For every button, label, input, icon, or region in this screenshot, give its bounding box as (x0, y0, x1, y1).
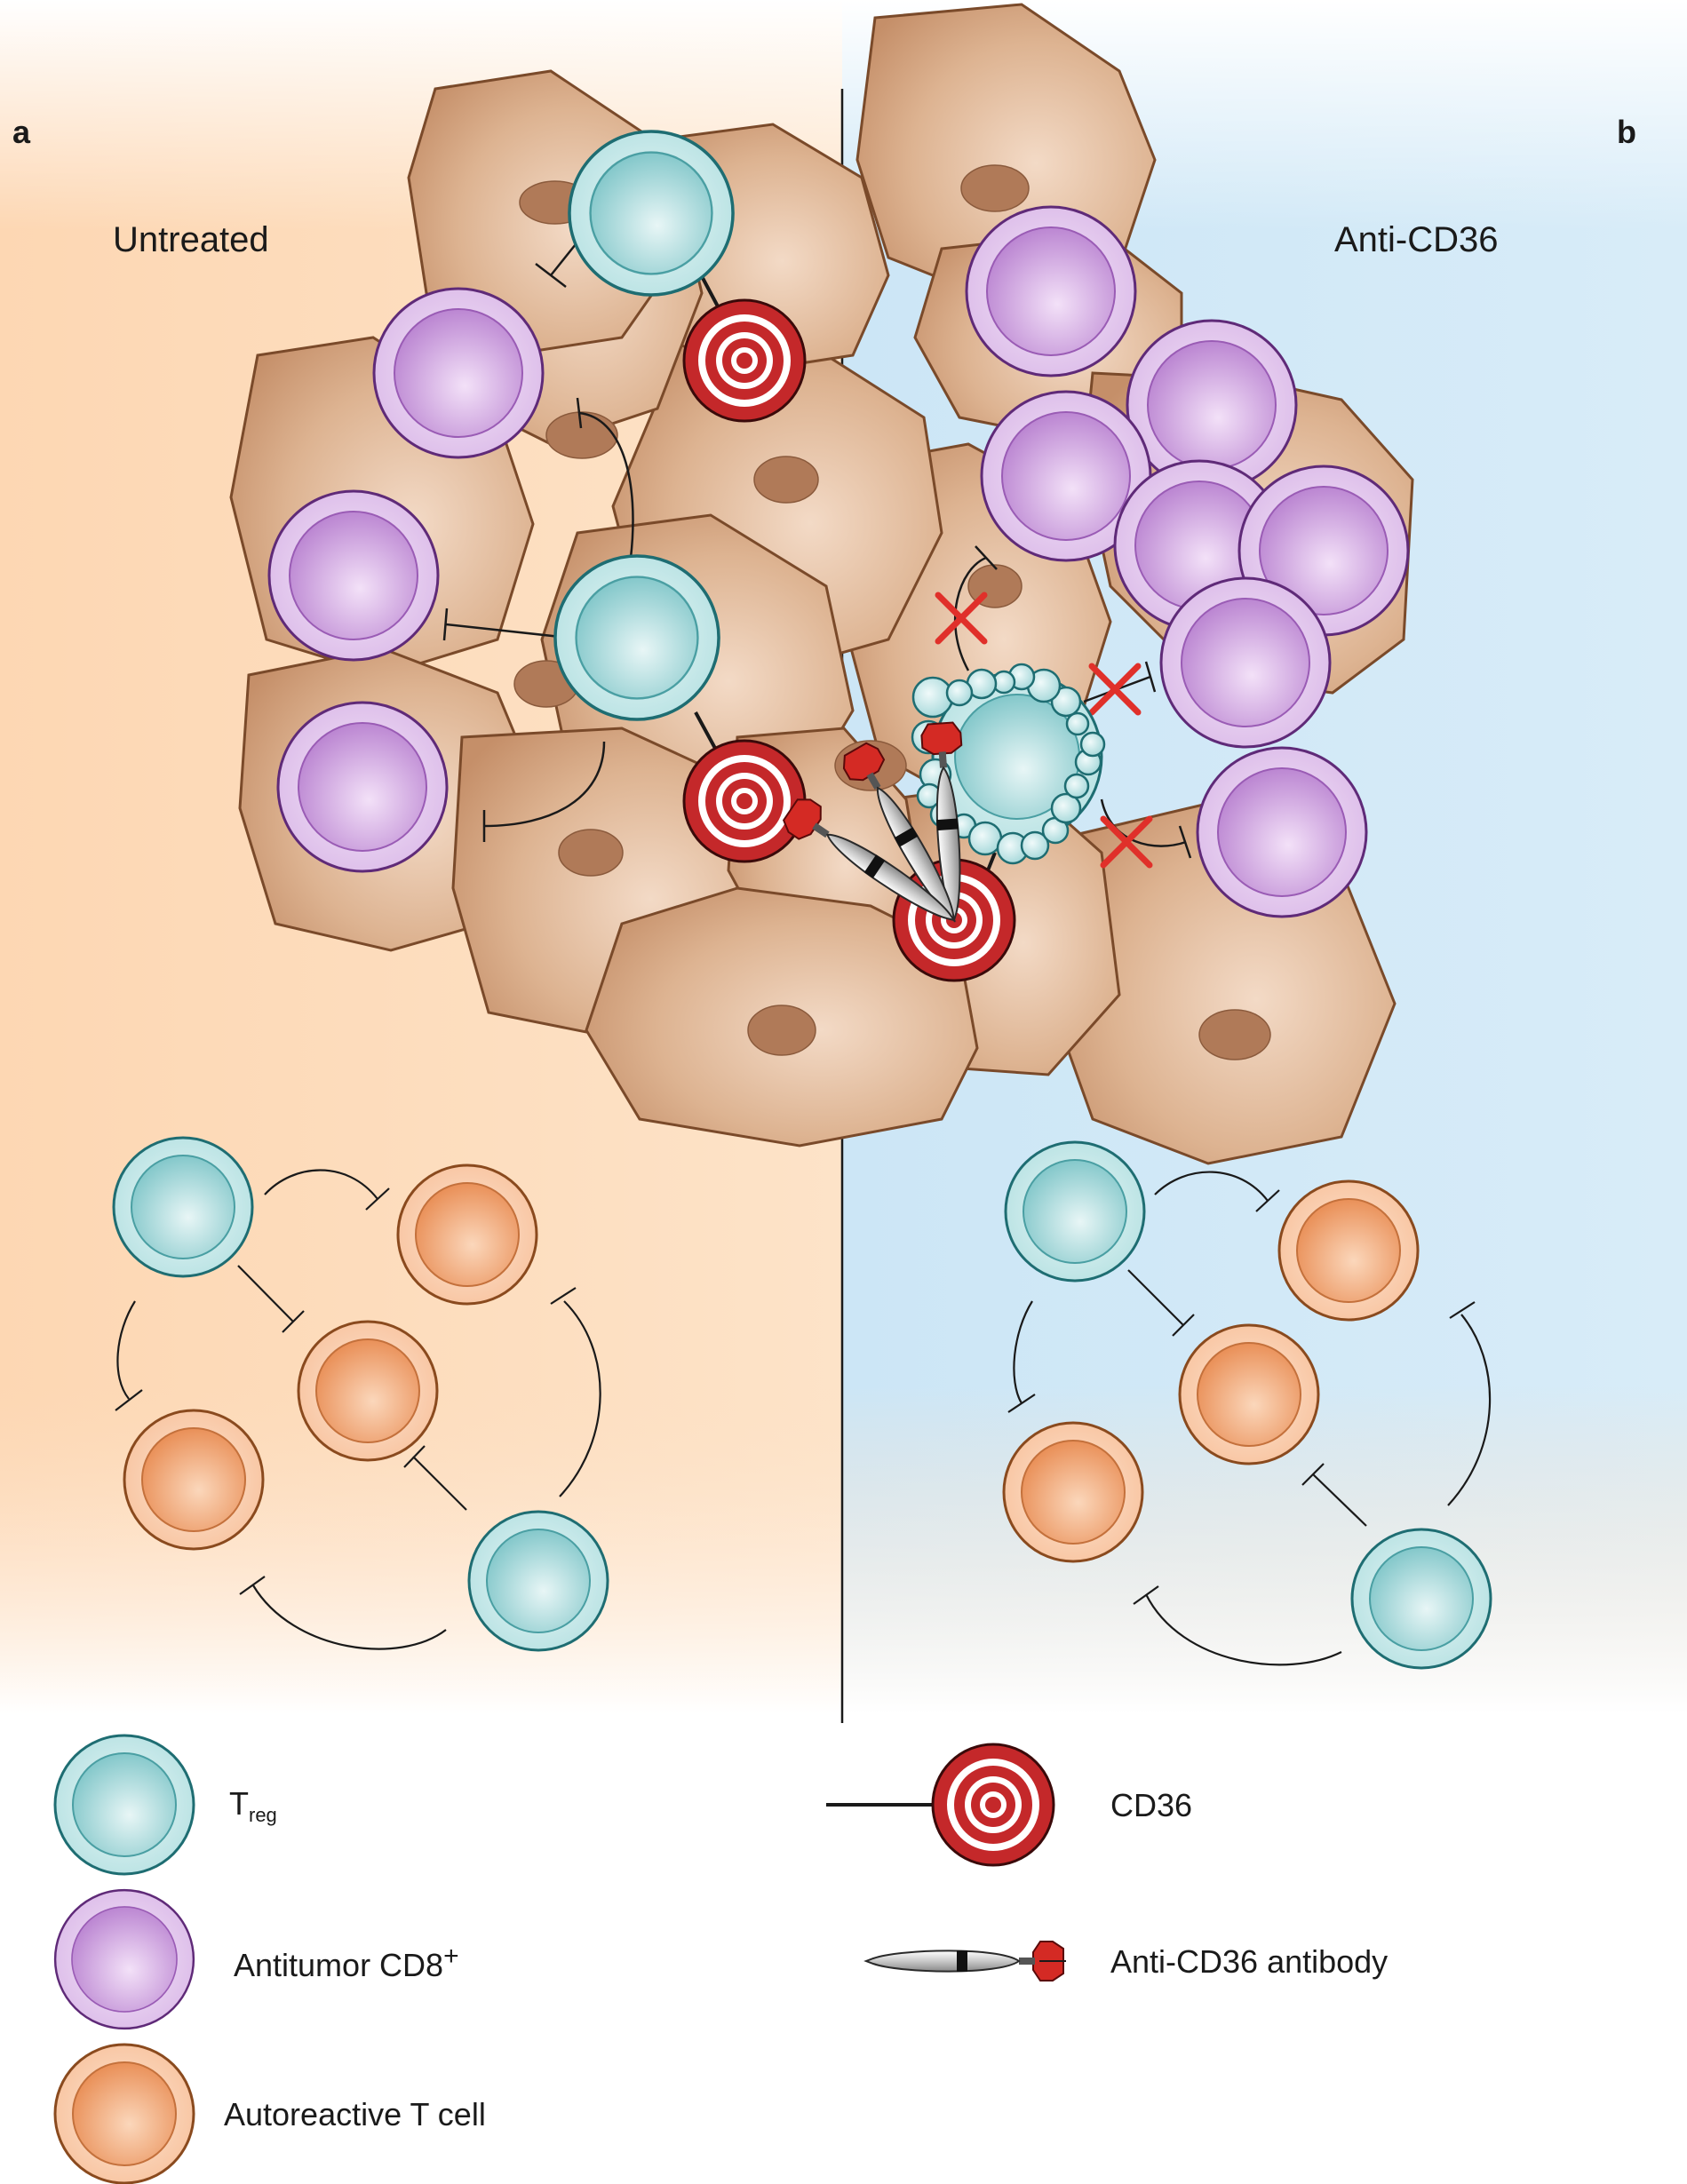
legend-antibody-label: Anti-CD36 antibody (1110, 1943, 1389, 1980)
cd36-receptor-target-icon (931, 1743, 1055, 1867)
cd8-cell (267, 489, 440, 662)
autoreactive-t-cell (1277, 1179, 1420, 1322)
treg-cell (553, 554, 720, 721)
legend-cd8-sup: + (443, 1942, 459, 1971)
autoreactive-t-cell (297, 1320, 439, 1462)
panel-b-network (1002, 1140, 1492, 1670)
cd8-cell (1159, 576, 1332, 749)
treg-cell (467, 1510, 609, 1652)
cd8-cell (965, 205, 1137, 377)
panel-b-letter: b (1617, 114, 1636, 150)
cd8-cell (372, 287, 545, 459)
treg-cell (1004, 1140, 1146, 1283)
treg-cell-icon (53, 1734, 195, 1876)
cd8-cell (276, 701, 449, 873)
treg-cell (568, 130, 735, 297)
autoreactive-cell-icon (53, 2043, 195, 2184)
legend-cd8-main: Antitumor CD8 (234, 1947, 444, 1983)
antibody-dart-icon (865, 1941, 1064, 1981)
legend-treg-main: T (229, 1785, 249, 1822)
autoreactive-t-cell (396, 1163, 538, 1306)
panel-a-network (112, 1136, 609, 1652)
cd8-cell (1196, 746, 1368, 918)
panel-a-title: Untreated (113, 220, 269, 259)
legend-treg-sub: reg (249, 1804, 277, 1827)
autoreactive-t-cell (1178, 1323, 1320, 1465)
autoreactive-t-cell (1002, 1421, 1144, 1563)
cd36-receptor (682, 298, 807, 423)
legend (53, 1734, 1066, 2184)
cd8-cell-icon (53, 1888, 195, 2030)
panel-b-title: Anti-CD36 (1334, 220, 1499, 259)
cd36-receptor (682, 739, 807, 863)
panel-a-letter: a (12, 114, 31, 150)
treg-cell (1350, 1528, 1492, 1670)
treg-cell (112, 1136, 254, 1278)
legend-treg-label: Treg (229, 1785, 277, 1827)
legend-cd8-label: Antitumor CD8+ (234, 1942, 459, 1984)
legend-cd36-label: CD36 (1110, 1787, 1193, 1823)
autoreactive-t-cell (123, 1409, 265, 1551)
legend-autoreactive-label: Autoreactive T cell (224, 2096, 486, 2132)
